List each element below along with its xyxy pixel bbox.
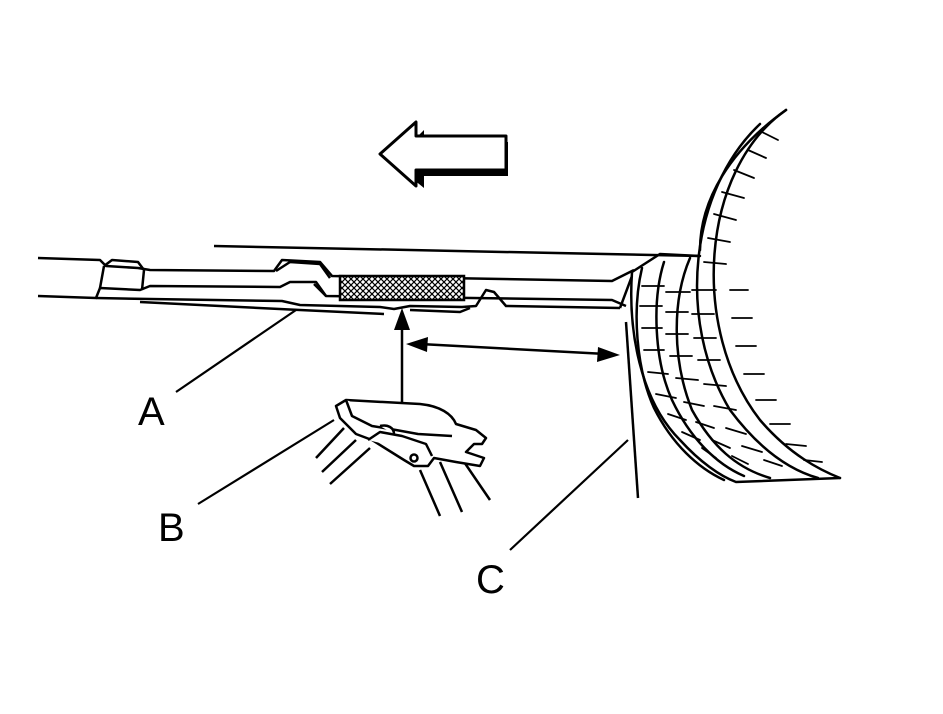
callout-a: A	[138, 390, 165, 434]
jacking-point-pad	[338, 274, 466, 302]
leader-b	[197, 419, 335, 505]
leader-lines	[175, 309, 629, 551]
front-tire	[630, 108, 842, 484]
wheel-reference-line	[624, 321, 640, 499]
dimension-arrow-icon	[406, 337, 620, 362]
leader-c	[509, 439, 629, 551]
leader-a	[175, 309, 297, 393]
rocker-panel	[37, 244, 701, 316]
direction-arrow-icon	[378, 120, 508, 188]
callout-c: C	[476, 558, 505, 602]
lift-pad	[315, 398, 492, 517]
callout-b: B	[158, 506, 185, 550]
